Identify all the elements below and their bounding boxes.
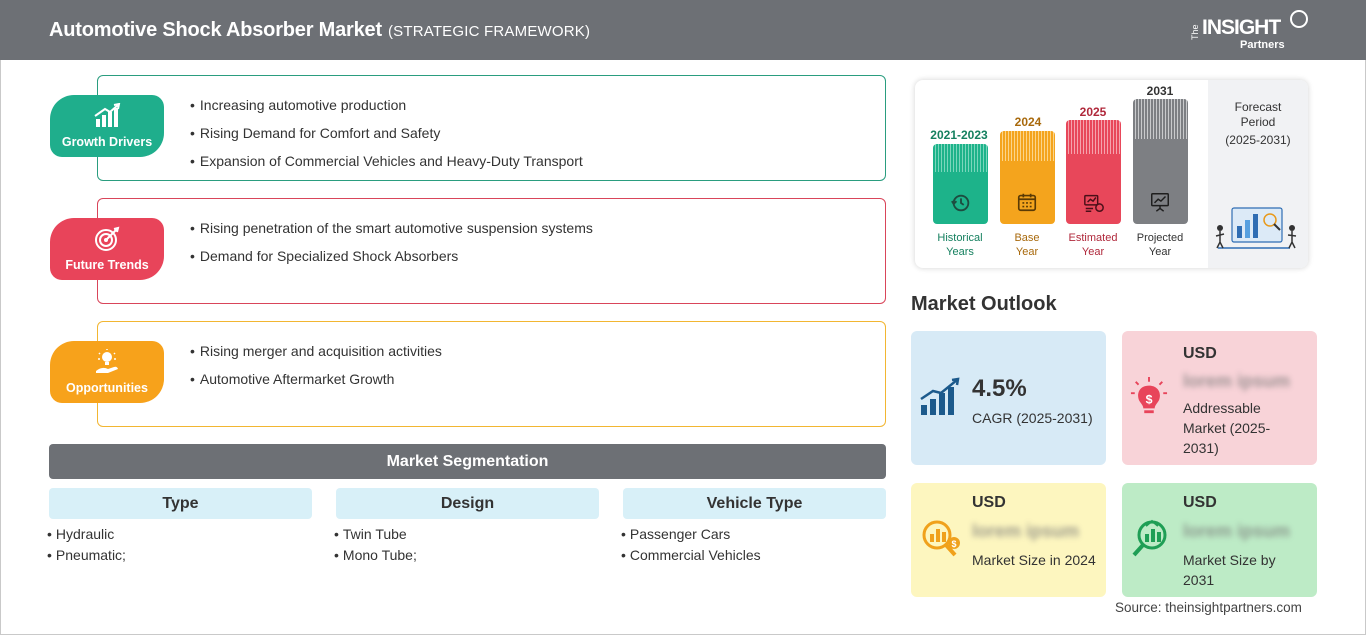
- caption-line: Projected: [1136, 232, 1184, 244]
- market-size-2024-card: $ USD lorem ipsum Market Size in 2024: [911, 483, 1106, 597]
- caption-line: Estimated: [1068, 232, 1118, 244]
- segment-heading-type: Type: [49, 488, 312, 519]
- size-2031-usd: USD: [1183, 494, 1217, 511]
- calendar-icon: [1017, 193, 1037, 212]
- segment-heading-design: Design: [336, 488, 599, 519]
- list-item: Twin Tube: [334, 526, 417, 547]
- size-2024-usd: USD: [972, 494, 1006, 511]
- caption-line: Historical: [937, 232, 983, 244]
- market-outlook-title: Market Outlook: [911, 293, 1057, 315]
- timeline-bar-estimated: [1066, 120, 1121, 224]
- forecast-period-label: Forecast Period (2025-2031): [1212, 100, 1304, 148]
- segment-list-design: Twin Tube Mono Tube;: [334, 526, 417, 568]
- addressable-value-blurred: lorem ipsum: [1183, 371, 1291, 391]
- cagr-growth-icon: [920, 377, 960, 415]
- opportunities-badge: Opportunities: [50, 341, 164, 403]
- list-item: Rising Demand for Comfort and Safety: [190, 124, 583, 152]
- list-item: Rising merger and acquisition activities: [190, 342, 442, 370]
- list-item: Hydraulic: [47, 526, 126, 547]
- list-item: Commercial Vehicles: [621, 547, 761, 568]
- growth-drivers-label: Growth Drivers: [61, 135, 153, 149]
- lightbulb-hand-icon: [96, 349, 118, 373]
- insight-partners-logo: The INSIGHT Partners: [1190, 10, 1310, 52]
- addressable-usd: USD: [1183, 345, 1217, 362]
- timeline-bar-base: [1000, 131, 1055, 224]
- opportunities-list: Rising merger and acquisition activities…: [190, 342, 442, 398]
- growth-drivers-list: Increasing automotive production Rising …: [190, 96, 583, 180]
- list-item: Demand for Specialized Shock Absorbers: [190, 247, 593, 275]
- market-forecast-magnifier-icon: [1132, 519, 1167, 557]
- page-title: Automotive Shock Absorber Market (STRATEG…: [49, 19, 590, 42]
- analyst-dashboard-icon: [1215, 207, 1297, 249]
- logo-the: The: [1190, 24, 1200, 40]
- projection-icon: [1151, 193, 1169, 212]
- svg-text:$: $: [951, 539, 956, 549]
- page-subtitle: (STRATEGIC FRAMEWORK): [387, 23, 591, 40]
- size-2031-label: Market Size by 2031: [1183, 552, 1276, 588]
- segment-heading-vehicle-type: Vehicle Type: [623, 488, 886, 519]
- segment-list-type: Hydraulic Pneumatic;: [47, 526, 126, 568]
- logo-ring-icon: [1290, 10, 1308, 28]
- market-size-2031-card: USD lorem ipsum Market Size by 2031: [1122, 483, 1317, 597]
- svg-text:$: $: [1146, 393, 1153, 407]
- segment-list-vehicle-type: Passenger Cars Commercial Vehicles: [621, 526, 761, 568]
- market-segmentation-bar: Market Segmentation: [49, 444, 886, 479]
- forecast-range: (2025-2031): [1225, 133, 1291, 147]
- list-item: Pneumatic;: [47, 547, 126, 568]
- caption-line: Years: [946, 246, 974, 258]
- logo-partners: Partners: [1240, 39, 1285, 51]
- market-size-magnifier-icon: $: [922, 520, 960, 557]
- timeline-bar-historical: [933, 144, 988, 224]
- logo-insight: INSIGHT: [1202, 16, 1281, 39]
- addressable-market-card: $ USD lorem ipsum Addressable Market (20…: [1122, 331, 1317, 465]
- opportunities-box: Rising merger and acquisition activities…: [97, 321, 886, 427]
- timeline-caption-estimated: Estimated Year: [1053, 231, 1133, 259]
- future-trends-list: Rising penetration of the smart automoti…: [190, 219, 593, 275]
- target-icon: [95, 226, 120, 251]
- source-credit: Source: theinsightpartners.com: [1115, 600, 1302, 615]
- future-trends-badge: Future Trends: [50, 218, 164, 280]
- opportunities-label: Opportunities: [66, 381, 148, 395]
- timeline-caption-historical: Historical Years: [920, 231, 1000, 259]
- forecast-label-line: Forecast: [1234, 100, 1282, 114]
- timeline-caption-base: Base Year: [987, 231, 1067, 259]
- forecast-label-line: Period: [1240, 115, 1276, 129]
- caption-line: Year: [1015, 246, 1039, 258]
- caption-line: Base: [1014, 232, 1040, 244]
- addressable-label: Addressable Market (2025-2031): [1183, 400, 1271, 456]
- timeline-year-projected: 2031: [1146, 84, 1174, 98]
- size-2031-value-blurred: lorem ipsum: [1183, 521, 1291, 541]
- title-text: Automotive Shock Absorber Market: [49, 19, 382, 41]
- caption-line: Year: [1081, 246, 1105, 258]
- cagr-card: 4.5% CAGR (2025-2031): [911, 331, 1106, 465]
- growth-drivers-badge: Growth Drivers: [50, 95, 164, 157]
- list-item: Automotive Aftermarket Growth: [190, 370, 442, 398]
- list-item: Expansion of Commercial Vehicles and Hea…: [190, 152, 583, 180]
- header-bar: Automotive Shock Absorber Market (STRATEG…: [0, 0, 1366, 60]
- timeline-year-historical: 2021-2023: [930, 128, 988, 142]
- size-2024-label: Market Size in 2024: [972, 552, 1096, 568]
- list-item: Rising penetration of the smart automoti…: [190, 219, 593, 247]
- cagr-value: 4.5%: [972, 375, 1027, 402]
- lightbulb-dollar-icon: $: [1130, 377, 1168, 414]
- timeline-year-base: 2024: [1014, 115, 1042, 129]
- future-trends-label: Future Trends: [65, 258, 149, 272]
- list-item: Passenger Cars: [621, 526, 761, 547]
- list-item: Increasing automotive production: [190, 96, 583, 124]
- timeline-bar-projected: [1133, 99, 1188, 224]
- timeline-caption-projected: Projected Year: [1120, 231, 1200, 259]
- list-item: Mono Tube;: [334, 547, 417, 568]
- future-trends-box: Rising penetration of the smart automoti…: [97, 198, 886, 304]
- cagr-label: CAGR (2025-2031): [972, 410, 1093, 426]
- growth-chart-icon: [94, 103, 121, 127]
- history-icon: [951, 194, 970, 212]
- growth-drivers-box: Increasing automotive production Rising …: [97, 75, 886, 181]
- size-2024-value-blurred: lorem ipsum: [972, 521, 1080, 541]
- caption-line: Year: [1148, 246, 1172, 258]
- timeline-year-estimated: 2025: [1079, 105, 1107, 119]
- estimate-icon: [1084, 194, 1104, 212]
